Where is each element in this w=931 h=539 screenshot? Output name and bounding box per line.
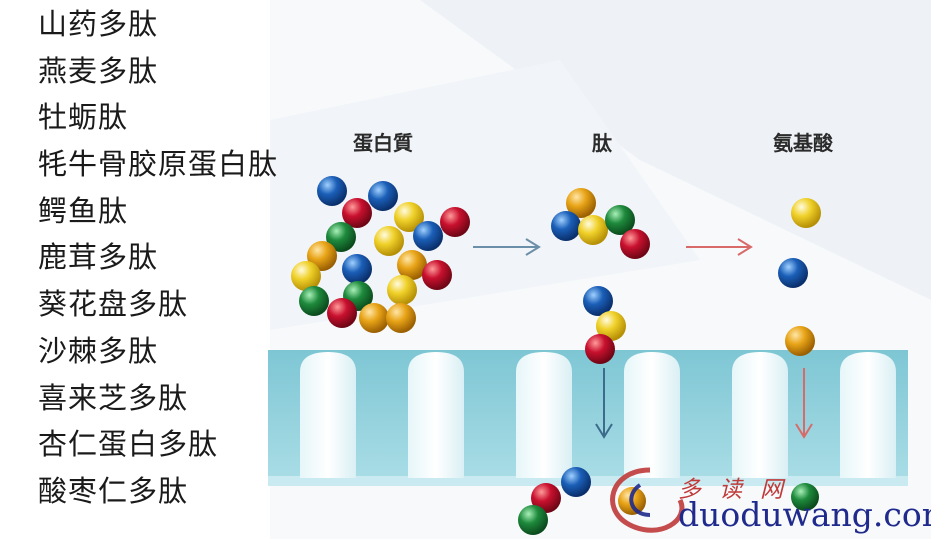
peptide-item: 山药多肽 (38, 7, 159, 41)
transported-peptide (518, 467, 591, 535)
bead (778, 258, 808, 288)
arrow-protein-to-peptide (473, 238, 541, 256)
bead (596, 311, 626, 341)
bead (326, 222, 356, 252)
bead (394, 202, 424, 232)
villus (732, 352, 788, 478)
peptide-item: 燕麦多肽 (38, 53, 159, 88)
bead (551, 211, 581, 241)
bead (422, 260, 452, 290)
villus (408, 352, 464, 478)
intestinal-membrane (268, 350, 908, 486)
background-facet (270, 60, 700, 330)
bead (397, 250, 427, 280)
peptide-item: 葵花盘多肽 (38, 287, 189, 322)
peptide-item: 酸枣仁多肽 (38, 473, 189, 508)
bead (342, 198, 372, 228)
bead (359, 303, 389, 333)
bead (368, 181, 398, 211)
bead (440, 207, 470, 237)
watermark-cjk: 多读网 (678, 477, 801, 503)
watermark-logo (610, 467, 685, 533)
peptide-item: 沙棘多肽 (38, 333, 159, 368)
peptide-item: 杏仁蛋白多肽 (38, 427, 219, 462)
peptide-item: 牦牛骨胶原蛋白肽 (38, 147, 279, 182)
bead (620, 229, 650, 259)
peptide-item: 鳄鱼肽 (38, 193, 129, 228)
arrow-peptide-absorption (595, 368, 613, 439)
bead (386, 303, 416, 333)
protein-cluster (291, 176, 470, 333)
bead (583, 286, 613, 316)
bead (299, 286, 329, 316)
villus (516, 352, 572, 478)
bead (342, 254, 372, 284)
bead (791, 198, 821, 228)
bead (605, 205, 635, 235)
peptide-item: 喜来芝多肽 (38, 380, 189, 415)
villus (624, 352, 680, 478)
bead (585, 334, 615, 364)
bead (374, 226, 404, 256)
bead (307, 241, 337, 271)
villus (840, 352, 896, 478)
bead (791, 483, 819, 511)
bead (317, 176, 347, 206)
bead (561, 467, 591, 497)
stage-label-amino-acid: 氨基酸 (773, 131, 833, 155)
peptide-item: 鹿茸多肽 (38, 240, 159, 275)
villus (300, 352, 356, 478)
bead (327, 298, 357, 328)
peptide-list: 山药多肽 燕麦多肽 牡蛎肽 牦牛骨胶原蛋白肽 鳄鱼肽 鹿茸多肽 葵花盘多肽 沙棘… (38, 4, 278, 518)
stage-label-peptide: 肽 (592, 131, 612, 155)
arrow-peptide-to-amino-acid (686, 238, 753, 256)
bead (518, 505, 548, 535)
stage-label-protein: 蛋白質 (353, 131, 413, 155)
arrow-amino-acid-absorption (795, 368, 813, 439)
bead (566, 188, 596, 218)
bead (785, 326, 815, 356)
peptide-item: 牡蛎肽 (38, 100, 129, 135)
bead (578, 215, 608, 245)
bead (291, 261, 321, 291)
bead (531, 483, 561, 513)
bead (387, 275, 417, 305)
absorbed-peptide-chain (583, 286, 626, 364)
membrane-band (268, 350, 908, 480)
peptide-cluster (551, 188, 650, 259)
bead (413, 221, 443, 251)
amino-acids (778, 198, 821, 356)
watermark-url: duoduwang.com (678, 495, 931, 534)
